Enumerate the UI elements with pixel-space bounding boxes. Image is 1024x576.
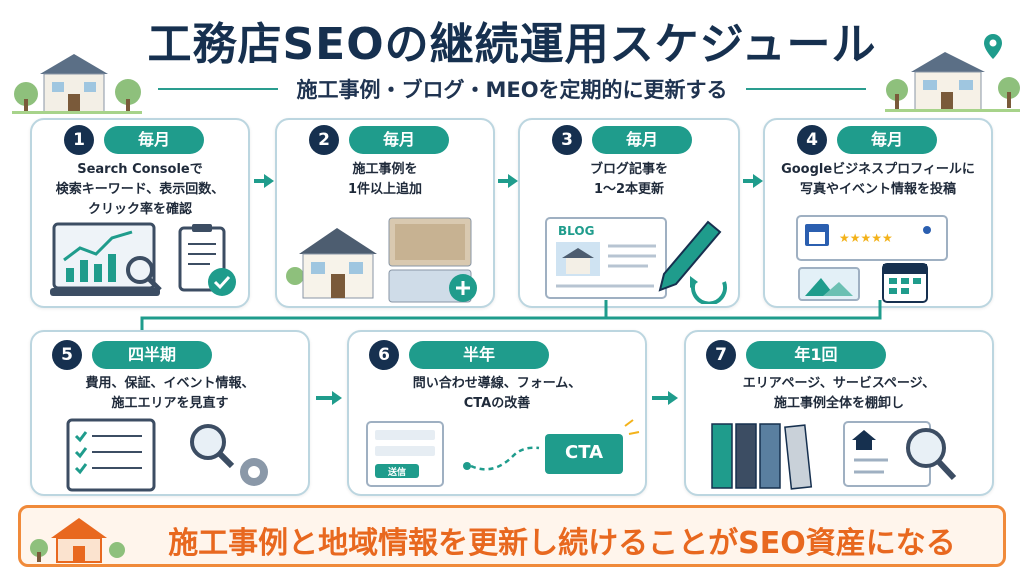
house-photo-illustration [286,217,477,303]
step-number-badge: 6 [369,340,399,370]
step-card-5: 5 四半期 費用、保証、イベント情報、 施工エリアを見直す [30,330,310,496]
step-number-badge: 3 [552,125,582,155]
form-submit-button-label: 送信 [387,468,406,478]
step-card-7: 7 年1回 エリアページ、サービスページ、 施工事例全体を棚卸し [684,330,994,496]
blog-illustration [545,217,727,304]
analytics-illustration [50,222,236,296]
step-card-1: 1 毎月 Search Consoleで 検索キーワード、表示回数、 クリック率… [30,118,250,308]
step-number-badge: 5 [52,340,82,370]
step-card-2: 2 毎月 施工事例を 1件以上追加 [275,118,495,308]
step-card-4: 4 毎月 Googleビジネスプロフィールに 写真やイベント情報を投稿 ★★★★… [763,118,993,308]
flow-arrow-icon [332,391,342,405]
subtitle-line-left [158,88,279,90]
flow-arrow-icon [753,174,763,188]
step-description: 問い合わせ導線、フォーム、 CTAの改善 [412,376,582,411]
step-description: Googleビジネスプロフィールに 写真やイベント情報を投稿 [781,162,975,197]
step-number-badge: 1 [64,125,94,155]
step-frequency-pill: 毎月 [349,126,449,154]
conclusion-banner: 施工事例と地域情報を更新し続けることがSEO資産になる [18,505,1006,567]
review-illustration [66,418,268,492]
step-frequency-pill: 毎月 [592,126,692,154]
page-subtitle: 施工事例・ブログ・MEOを定期的に更新する [296,78,728,102]
flow-arrow-icon [668,391,678,405]
step-number-badge: 4 [797,125,827,155]
flow-arrow-shaft [743,179,755,183]
cta-flow-illustration [366,419,640,487]
subtitle-row: 施工事例・ブログ・MEOを定期的に更新する [0,74,1024,104]
step-frequency-pill: 半年 [409,341,549,369]
step-frequency-pill: 毎月 [104,126,204,154]
conclusion-text: 施工事例と地域情報を更新し続けることがSEO資産になる [168,526,956,561]
step-description: エリアページ、サービスページ、 施工事例全体を棚卸し [742,376,936,411]
step-frequency-pill: 年1回 [746,341,886,369]
flow-arrow-shaft [316,396,334,400]
subtitle-line-right [745,88,866,90]
step-description: 施工事例を 1件以上追加 [347,162,423,197]
step-description: ブログ記事を 1～2本更新 [589,162,668,197]
svg-text:★★★★★: ★★★★★ [839,231,893,245]
flow-arrow-shaft [652,396,670,400]
inventory-illustration [711,421,957,490]
page-title: 工務店SEOの継続運用スケジュール [147,19,877,70]
step-card-6: 6 半年 問い合わせ導線、フォーム、 CTAの改善 送信 CTA [347,330,647,496]
flow-arrow-icon [508,174,518,188]
step-frequency-pill: 毎月 [837,126,937,154]
step-card-3: 3 毎月 ブログ記事を 1～2本更新 BLOG [518,118,740,308]
cta-button-label: CTA [564,442,604,463]
step-frequency-pill: 四半期 [92,341,212,369]
step-description: Search Consoleで 検索キーワード、表示回数、 クリック率を確認 [55,162,225,217]
house-left-illustration [12,54,142,114]
house-right-illustration [885,34,1020,112]
flow-arrow-shaft [254,179,266,183]
step-number-badge: 7 [706,340,736,370]
flow-arrow-shaft [498,179,510,183]
step-number-badge: 2 [309,125,339,155]
flow-arrow-icon [264,174,274,188]
house-icon [30,518,125,563]
row-connector [140,300,882,334]
blog-label: BLOG [558,224,595,238]
step-description: 費用、保証、イベント情報、 施工エリアを見直す [85,376,255,411]
business-profile-illustration: ★★★★★ [796,215,948,303]
